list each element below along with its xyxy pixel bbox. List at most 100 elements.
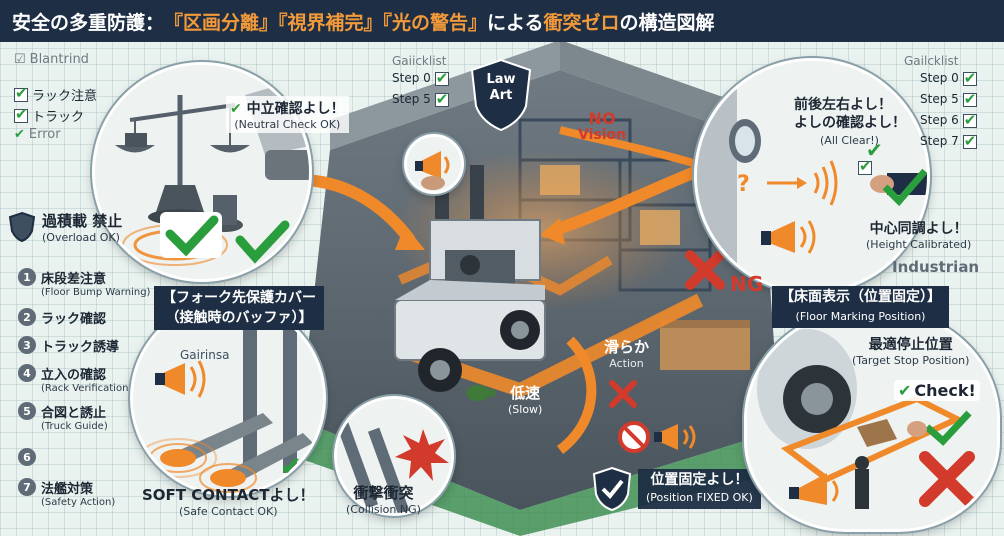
check-icon: ✔ bbox=[866, 138, 883, 162]
slow-sub: (Slow) bbox=[508, 403, 543, 416]
all-clear-label: 前後左右よし！ よしの確認よし！ (All Clear!) bbox=[794, 96, 906, 150]
position-fixed-text: 位置固定よし！ bbox=[650, 472, 749, 488]
floor-marking-sub: (Floor Marking Position) bbox=[795, 310, 926, 323]
fork-cover-line-2: （接触時のバッファ）】 bbox=[165, 310, 313, 326]
title-part-1: 安全の多重防護： bbox=[12, 11, 165, 34]
neutral-check-sub: (Neutral Check OK) bbox=[234, 118, 341, 131]
all-clear-line-1: 前後左右よし！ bbox=[794, 97, 892, 113]
list-item: 1 床段差注意(Floor Bump Warning) bbox=[18, 268, 150, 308]
law-art-shield-badge: Law Art bbox=[470, 58, 532, 132]
step-box-title: Gaiicklist bbox=[392, 54, 447, 68]
position-fixed-sub: (Position FIXED OK) bbox=[646, 491, 753, 504]
list-number: 5 bbox=[18, 402, 36, 420]
list-item: 4 立入の確認(Rack Verification) bbox=[18, 364, 150, 402]
shield-check-icon bbox=[592, 466, 632, 512]
megaphone-hand-vignette bbox=[404, 134, 464, 194]
overload-label: 過積載 禁止 (Overload OK) bbox=[8, 210, 122, 244]
floor-marking-text: 【床面表示（位置固定）】 bbox=[780, 289, 941, 305]
step-label: Step 0 bbox=[920, 71, 959, 85]
all-clear-line-2: よしの確認よし！ bbox=[794, 115, 906, 131]
checkbox-icon bbox=[962, 68, 977, 89]
step-label: Step 6 bbox=[920, 113, 959, 127]
checkbox-icon bbox=[434, 89, 449, 110]
no-vision-line-1: NO bbox=[588, 109, 616, 128]
checkbox-icon bbox=[434, 68, 449, 89]
list-number: 1 bbox=[18, 268, 36, 286]
list-item-sub: (Floor Bump Warning) bbox=[41, 287, 151, 298]
slow-label: 低速 (Slow) bbox=[508, 382, 542, 416]
list-item: 3 トラック誘導 bbox=[18, 336, 150, 364]
shield-icon bbox=[470, 58, 532, 132]
list-item-label: 立入の確認 bbox=[41, 368, 107, 383]
collision-vignette bbox=[334, 396, 454, 516]
height-calibrated-sub: (Height Calibrated) bbox=[866, 238, 972, 251]
target-stop-label: 最適停止位置 (Target Stop Position) bbox=[852, 334, 969, 367]
list-item-label: トラック誘導 bbox=[41, 340, 120, 355]
checklist-item: トラック bbox=[32, 110, 85, 125]
step-box-left: Gaiicklist Step 0 Step 5 bbox=[392, 54, 470, 110]
top-left-checklist: ☑ Blantrind ラック注意 トラック ✔ Error bbox=[14, 52, 97, 142]
step-label: Step 5 bbox=[392, 92, 431, 106]
list-item-label: 法艦対策 bbox=[41, 482, 94, 497]
badge-line-2: Art bbox=[489, 88, 513, 103]
check-icon: ✔ bbox=[898, 381, 912, 400]
fork-cover-line-1: 【フォーク先保護カバー bbox=[162, 290, 316, 306]
no-vision-line-2: Vision bbox=[578, 127, 627, 143]
check-icon: ✔ bbox=[280, 452, 302, 482]
industrian-label: Industrian bbox=[892, 258, 980, 276]
megaphone-icon bbox=[407, 137, 461, 191]
check-icon bbox=[160, 212, 222, 258]
checkbox-icon bbox=[14, 105, 28, 123]
neutral-check-text: 中立確認よし！ bbox=[246, 101, 345, 117]
collision-label: 衝撃衝突 (Collision NG) bbox=[346, 482, 421, 516]
check-icon: ✔ bbox=[230, 101, 242, 117]
smooth-sub: Action bbox=[609, 357, 644, 370]
ng-label: NG bbox=[730, 272, 764, 296]
title-part-3: による bbox=[487, 11, 544, 34]
list-item-label: 床段差注意 bbox=[41, 272, 107, 287]
floor-marking-title: 【床面表示（位置固定）】 (Floor Marking Position) bbox=[772, 286, 949, 328]
checkbox-icon bbox=[858, 157, 872, 179]
overload-text: 過積載 禁止 bbox=[42, 212, 123, 230]
checkbox-icon bbox=[962, 131, 977, 152]
gairinsa-label: Gairinsa bbox=[180, 348, 230, 362]
step-box-right: Gailcklist Step 0 Step 5 Step 6 Step 7 bbox=[904, 54, 1000, 152]
step-label: Step 7 bbox=[920, 134, 959, 148]
floor-marking-vignette bbox=[744, 306, 1000, 532]
title-part-4: 衝突ゼロ bbox=[543, 11, 620, 34]
shield-icon bbox=[8, 211, 36, 243]
checklist-item: ラック注意 bbox=[32, 89, 98, 104]
collision-burst-icon bbox=[337, 399, 451, 513]
checkbox-icon bbox=[14, 84, 28, 102]
list-number: 3 bbox=[18, 336, 36, 354]
list-item-label: ラック確認 bbox=[41, 312, 107, 327]
step-label: Step 0 bbox=[392, 71, 431, 85]
check-text: Check! bbox=[914, 381, 976, 400]
list-item: 2 ラック確認 bbox=[18, 308, 150, 336]
list-item-sub: (Safety Action) bbox=[41, 497, 116, 508]
title-part-5: の構造図解 bbox=[619, 11, 715, 34]
soft-contact-label: SOFT CONTACTよし！ (Safe Contact OK) bbox=[142, 484, 315, 518]
checklist-item: Error bbox=[28, 127, 61, 142]
fork-cover-illustration bbox=[133, 303, 323, 493]
checkbox-icon bbox=[962, 110, 977, 131]
fork-cover-vignette bbox=[130, 300, 326, 496]
page-title: 安全の多重防護： 『区画分離』『視界補完』『光の警告』 による 衝突ゼロ の構造… bbox=[0, 0, 1004, 42]
smooth-text: 滑らか bbox=[604, 338, 650, 356]
check-icon: ✔ bbox=[14, 127, 25, 142]
list-number: 2 bbox=[18, 308, 36, 326]
list-number: 4 bbox=[18, 364, 36, 382]
slow-text: 低速 bbox=[510, 384, 541, 402]
check-icon: ☑ bbox=[14, 52, 26, 67]
soft-contact-text: SOFT CONTACTよし！ bbox=[142, 486, 315, 504]
badge-line-1: Law bbox=[486, 72, 516, 87]
height-calibrated-text: 中心同調よし！ bbox=[869, 221, 968, 237]
target-stop-sub: (Target Stop Position) bbox=[852, 354, 970, 367]
floor-marking-illustration bbox=[747, 309, 997, 529]
step-label: Step 5 bbox=[920, 92, 959, 106]
smooth-action-label: 滑らか Action bbox=[604, 336, 649, 370]
no-vision-label: NO Vision bbox=[578, 110, 626, 144]
list-item-sub: (Rack Verification) bbox=[41, 383, 133, 394]
all-clear-sub: (All Clear!) bbox=[820, 134, 879, 147]
list-item-sub: (Truck Guide) bbox=[41, 421, 108, 432]
